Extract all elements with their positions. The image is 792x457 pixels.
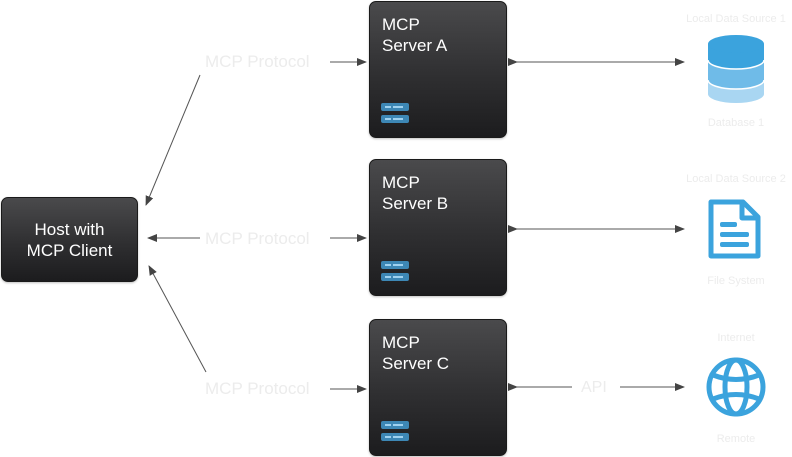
database-icon xyxy=(707,35,765,103)
server-a-box[interactable]: MCP Server A xyxy=(369,1,507,138)
protocol-label-c: MCP Protocol xyxy=(205,379,310,398)
source-1-bottom-label: Database 1 xyxy=(707,117,765,129)
source-1-top-label: Local Data Source 1 xyxy=(686,13,786,25)
server-c-label: MCP Server C xyxy=(382,333,450,373)
source-3-bottom-label: Remote xyxy=(716,433,756,445)
protocol-label-a: MCP Protocol xyxy=(205,52,310,71)
host-label: Host with MCP Client xyxy=(26,219,113,260)
server-a-label: MCP Server A xyxy=(382,15,448,55)
protocol-label-b: MCP Protocol xyxy=(205,229,310,248)
host-client-box[interactable]: Host with MCP Client xyxy=(1,197,138,282)
server-rack-icon xyxy=(381,421,409,441)
server-rack-icon xyxy=(381,261,409,281)
document-icon xyxy=(708,199,761,259)
server-b-box[interactable]: MCP Server B xyxy=(369,159,507,296)
source-3-top-label: Internet xyxy=(717,332,755,344)
api-label: API xyxy=(581,379,607,396)
server-b-label: MCP Server B xyxy=(382,173,449,213)
host-to-server-c-arrow xyxy=(148,265,207,373)
source-2-top-label: Local Data Source 2 xyxy=(686,173,786,185)
host-to-server-a-arrow xyxy=(145,74,201,206)
server-c-box[interactable]: MCP Server C xyxy=(369,319,507,456)
source-2-bottom-label: File System xyxy=(707,275,765,287)
globe-icon xyxy=(706,357,766,417)
server-rack-icon xyxy=(381,103,409,123)
